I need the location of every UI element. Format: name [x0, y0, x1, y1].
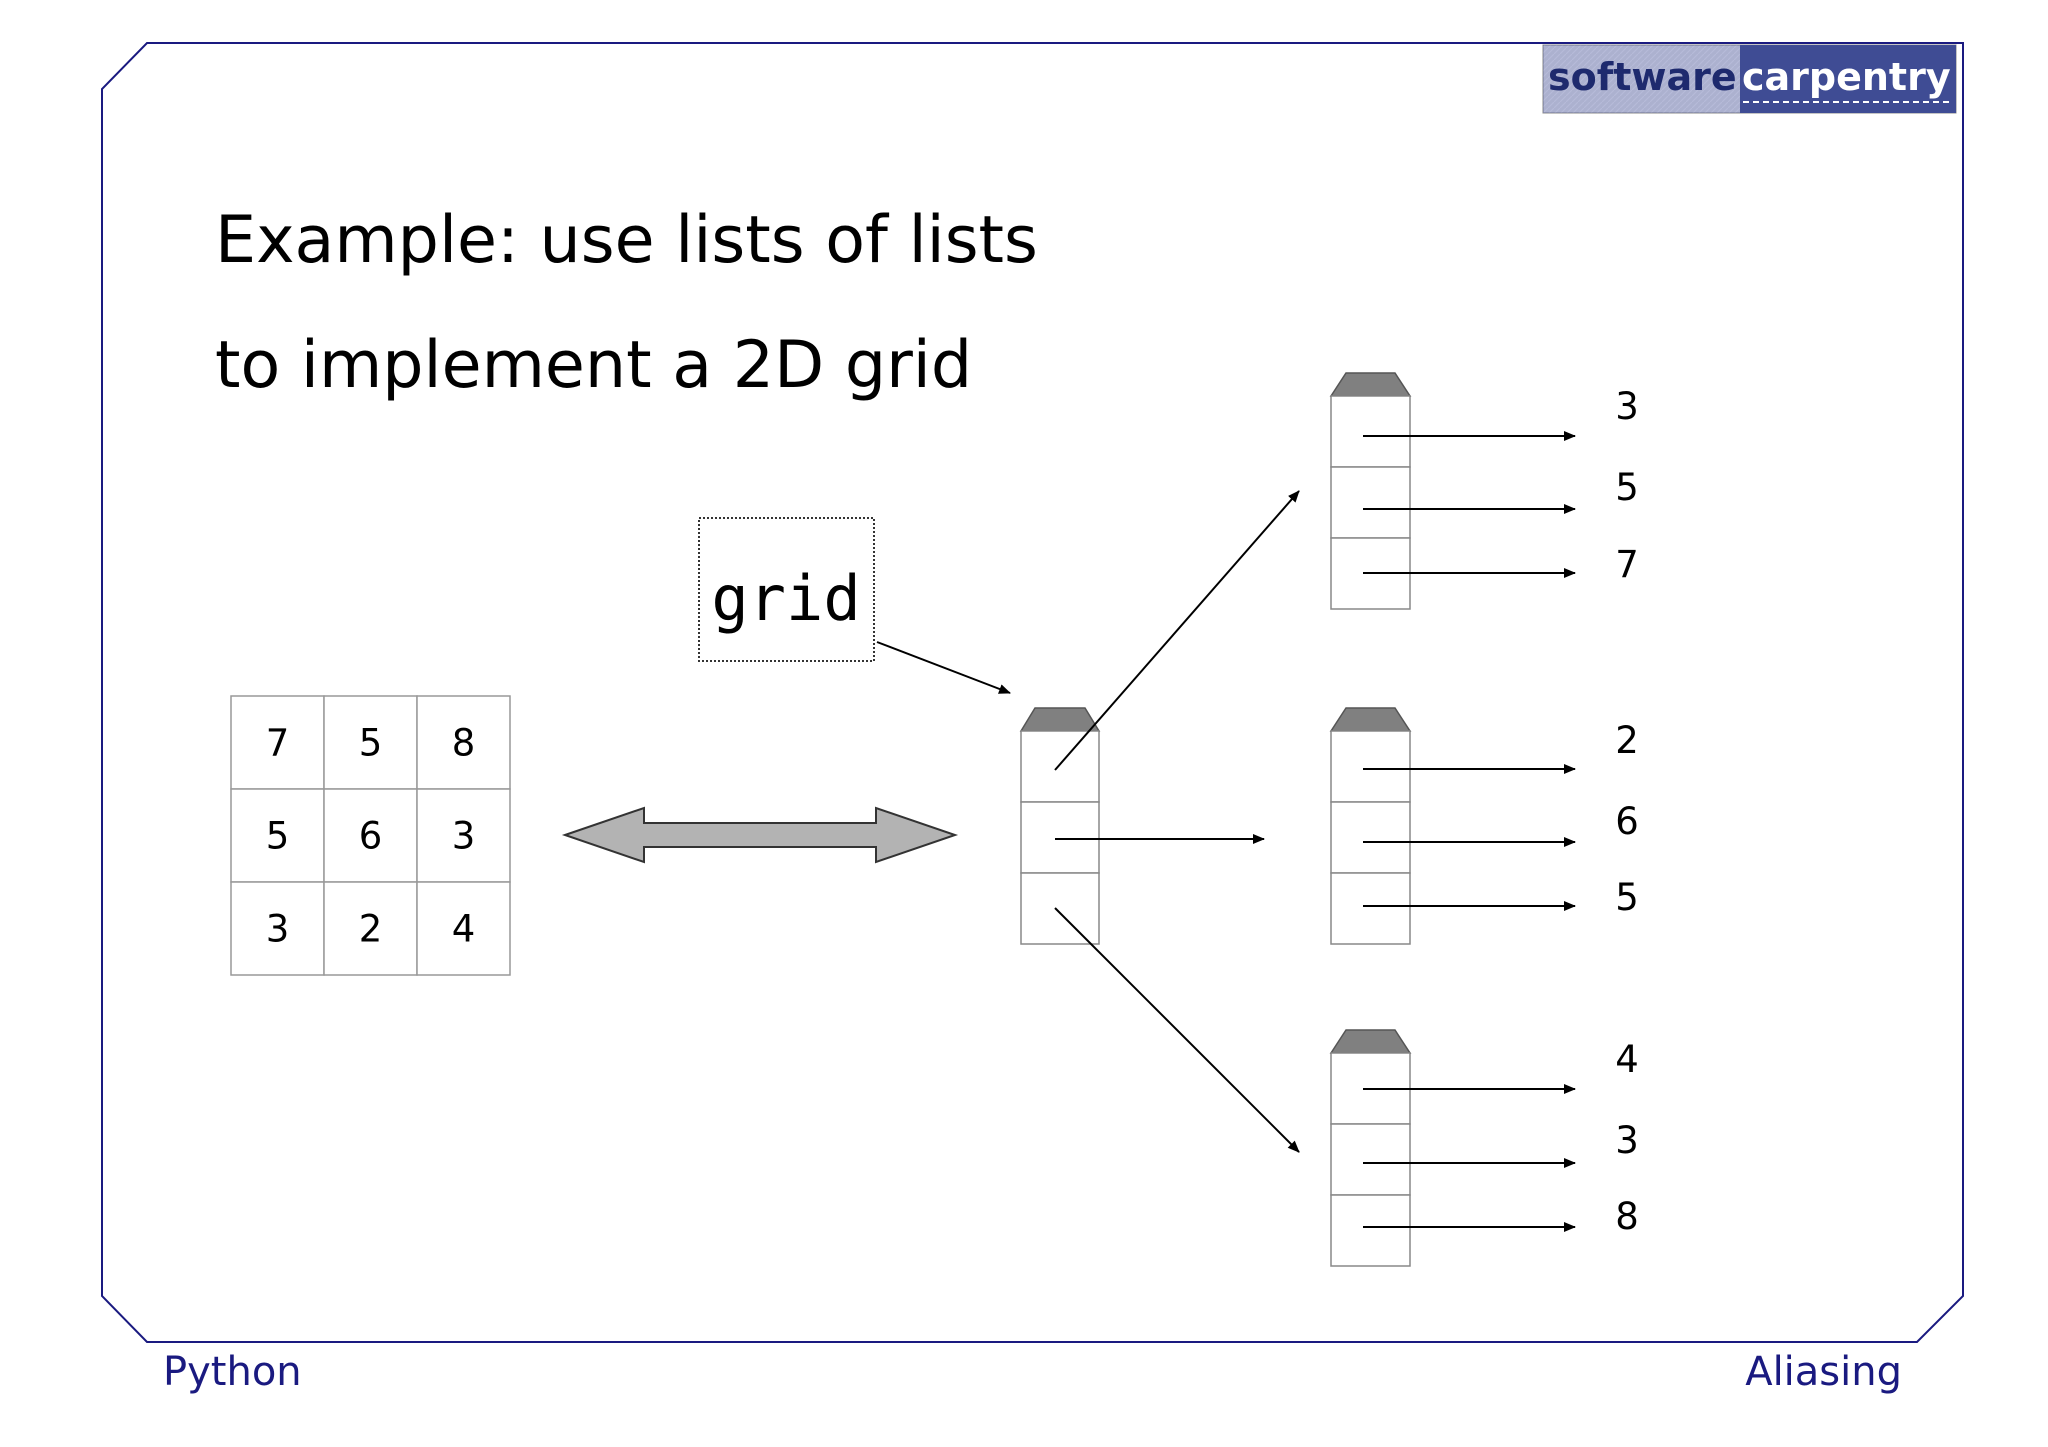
- grid-table-cell-value: 6: [359, 815, 383, 858]
- outer-list-cell: [1020, 872, 1100, 945]
- grid-table-cell: [323, 788, 418, 883]
- sublist-value: 3: [1615, 385, 1639, 428]
- grid-table: 7 5 8 5 6 3 3 2 4: [230, 695, 511, 976]
- sublist-cell: [1330, 395, 1411, 468]
- logo-word-carpentry: carpentry: [1742, 55, 1951, 99]
- sublist-cell: [1330, 872, 1411, 945]
- variable-reference-arrow: [876, 641, 1011, 694]
- sublist-cap: [1329, 707, 1412, 732]
- grid-table-cell-value: 5: [266, 815, 290, 858]
- grid-table-cell: [416, 788, 511, 883]
- grid-table-cell-value: 3: [452, 815, 476, 858]
- slide-frame: [101, 42, 1964, 1343]
- grid-table-cell-value: 8: [452, 722, 476, 765]
- grid-table-cell-value: 4: [452, 908, 476, 951]
- sublist-cell: [1330, 1123, 1411, 1196]
- sublist-value: 7: [1615, 543, 1639, 586]
- sublist-cell: [1330, 801, 1411, 874]
- sublist-value: 5: [1615, 876, 1639, 919]
- outer-list-cell: [1020, 801, 1100, 874]
- variable-grid-box: grid: [698, 517, 875, 662]
- variable-name-label: grid: [711, 562, 860, 635]
- sublist-1: 3 5 7: [1329, 372, 1639, 610]
- sublist-value: 6: [1615, 800, 1639, 843]
- slide-title-line-2: to implement a 2D grid: [215, 328, 972, 403]
- equivalence-double-arrow: [561, 806, 959, 864]
- slide-title-line-1: Example: use lists of lists: [215, 203, 1038, 278]
- grid-table-cell: [323, 881, 418, 976]
- footer-left-label: Python: [163, 1349, 302, 1395]
- sublists: 3 5 7 2 6 5 4 3 8: [1329, 372, 1639, 1267]
- sublist-3: 4 3 8: [1329, 1029, 1639, 1267]
- sublist-value: 8: [1615, 1195, 1639, 1238]
- sublist-cell: [1330, 1194, 1411, 1267]
- grid-table-cell-value: 2: [359, 908, 383, 951]
- outer-to-sublist-1-arrow: [1054, 490, 1300, 771]
- sublist-value: 5: [1615, 466, 1639, 509]
- outer-list-cell: [1020, 730, 1100, 803]
- grid-table-cell-value: 7: [266, 722, 290, 765]
- grid-table-cell-value: 5: [359, 722, 383, 765]
- outer-list-cap: [1019, 707, 1101, 732]
- sublist-cap: [1329, 372, 1412, 397]
- logo-word-software: software: [1548, 55, 1737, 99]
- sublist-value: 2: [1615, 719, 1639, 762]
- grid-table-cell: [416, 881, 511, 976]
- sublist-2: 2 6 5: [1329, 707, 1639, 945]
- sublist-cell: [1330, 730, 1411, 803]
- sublist-value: 3: [1615, 1119, 1639, 1162]
- sublist-cell: [1330, 466, 1411, 539]
- grid-table-cell-value: 3: [266, 908, 290, 951]
- outer-to-sublist-3-arrow: [1054, 907, 1300, 1153]
- footer-right-label: Aliasing: [1745, 1349, 1902, 1395]
- sublist-cap: [1329, 1029, 1412, 1054]
- sublist-value: 4: [1615, 1038, 1639, 1081]
- grid-table-cell: [416, 695, 511, 790]
- software-carpentry-logo: software carpentry: [1542, 44, 1957, 114]
- outer-list: [1019, 707, 1101, 945]
- grid-table-cell: [230, 881, 325, 976]
